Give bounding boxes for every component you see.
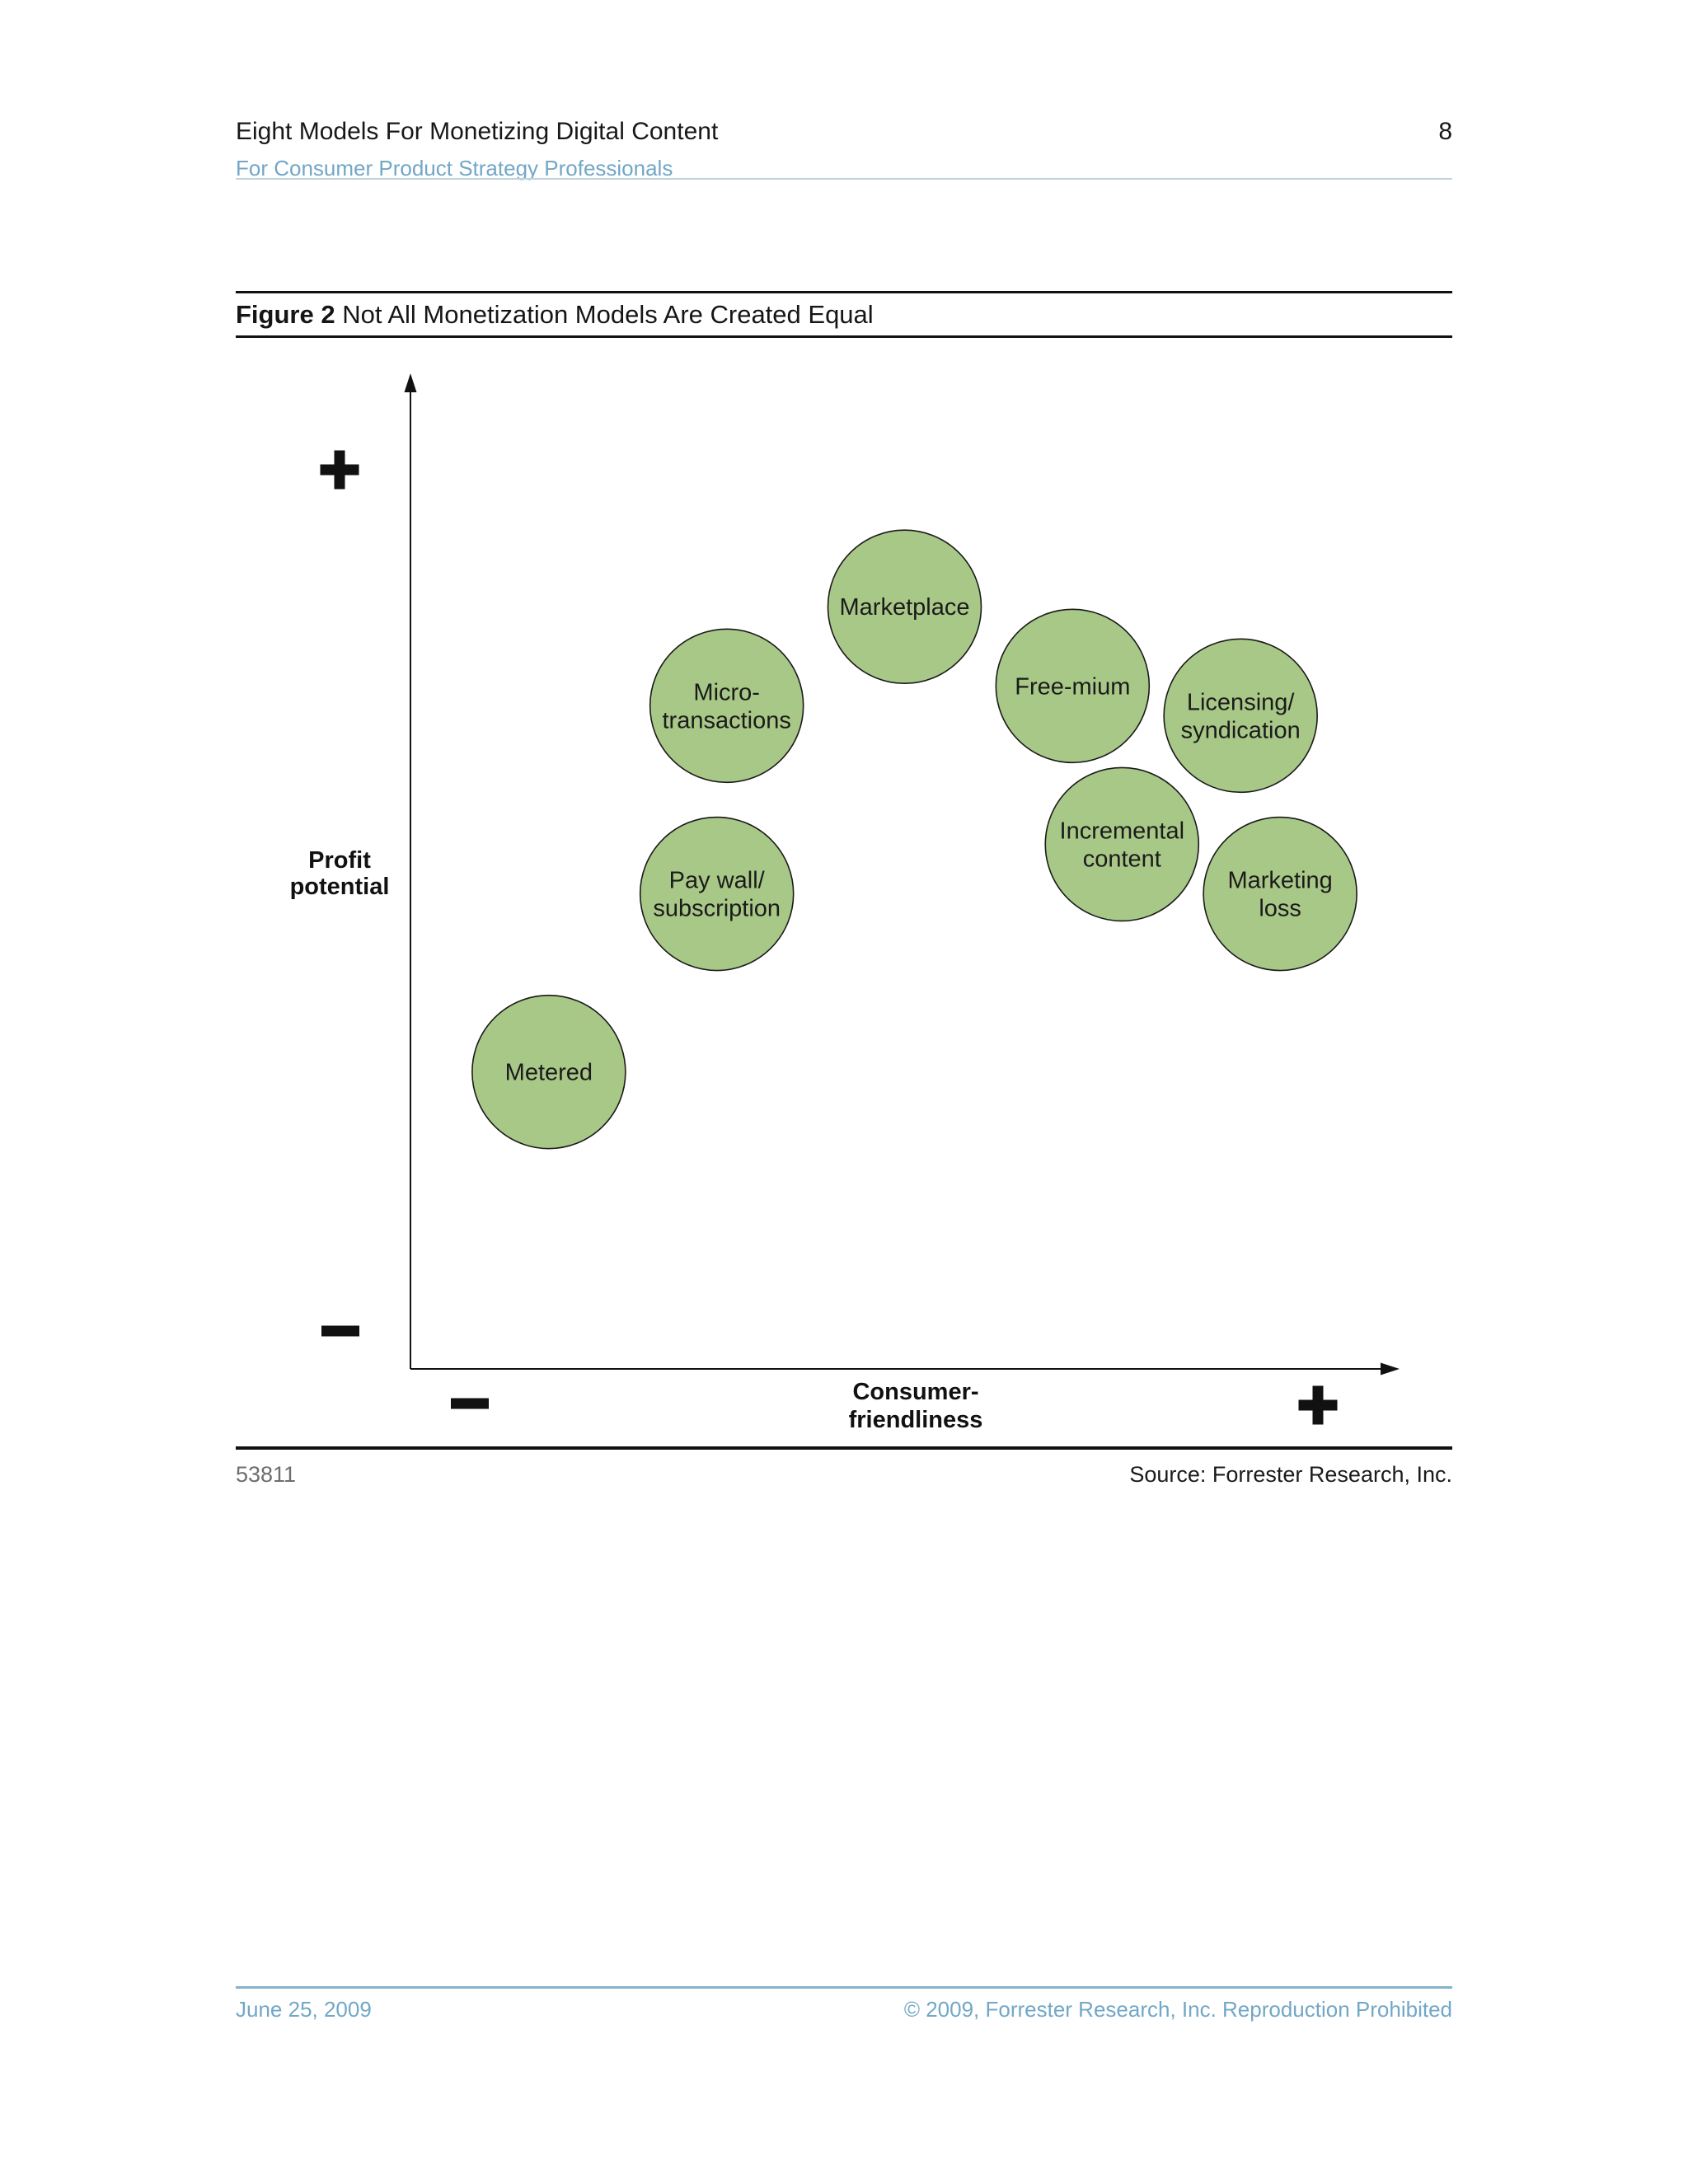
bubble-label-pay-wall-subscription: Pay wall/subscription — [653, 868, 781, 922]
y-axis-minus-icon — [321, 1325, 359, 1337]
bubble-label-metered: Metered — [505, 1060, 593, 1086]
x-axis-label-line2: friendliness — [849, 1407, 983, 1433]
bubble-metered — [471, 994, 626, 1150]
page-number: 8 — [1438, 118, 1452, 145]
figure-footer: 53811 Source: Forrester Research, Inc. — [236, 1462, 1452, 1488]
bubble-label-licensing-syndication: Licensing/syndication — [1181, 689, 1301, 743]
bubble-licensing-syndication — [1163, 638, 1318, 794]
page-footer: June 25, 2009 © 2009, Forrester Research… — [236, 1997, 1452, 2022]
y-axis-arrow-icon — [404, 373, 417, 392]
x-axis-label-line1: Consumer- — [852, 1379, 978, 1405]
header-divider — [236, 178, 1452, 180]
bubble-free-mium — [995, 608, 1151, 764]
figure-bottom-rule — [236, 1446, 1452, 1450]
figure-source: Source: Forrester Research, Inc. — [1129, 1462, 1452, 1487]
figure-id: 53811 — [236, 1462, 297, 1487]
report-title: Eight Models For Monetizing Digital Cont… — [236, 118, 719, 145]
report-subtitle: For Consumer Product Strategy Profession… — [236, 156, 673, 180]
bubble-marketing-loss — [1203, 816, 1357, 972]
bubble-label-micro-transactions: Micro-transactions — [663, 679, 791, 733]
bubble-label-free-mium: Free-mium — [1015, 673, 1130, 700]
y-axis-label-line2: potential — [290, 874, 390, 900]
bubble-micro-transactions — [649, 628, 804, 784]
page-header: Eight Models For Monetizing Digital Cont… — [236, 118, 1452, 146]
bubble-chart-svg: Profit potential Consumer- friendliness … — [290, 373, 1400, 1433]
figure-title-rule-bottom — [236, 335, 1452, 338]
y-axis-label-line1: Profit — [308, 847, 371, 874]
footer-date: June 25, 2009 — [236, 1997, 372, 2022]
figure-label: Figure 2 — [236, 300, 335, 329]
figure-title-text: Not All Monetization Models Are Created … — [342, 300, 874, 329]
y-axis-plus-icon — [320, 450, 359, 490]
bubble-label-marketplace: Marketplace — [840, 594, 970, 621]
x-axis-plus-icon — [1298, 1385, 1338, 1425]
bubble-incremental-content — [1044, 766, 1200, 922]
bubble-marketplace — [827, 529, 982, 685]
footer-copyright: © 2009, Forrester Research, Inc. Reprodu… — [903, 1997, 1452, 2022]
footer-divider — [236, 1986, 1452, 1989]
bubble-pay-wall-subscription — [639, 816, 795, 972]
x-axis-minus-icon — [451, 1398, 489, 1409]
x-axis-arrow-icon — [1381, 1362, 1400, 1376]
figure-chart: Profit potential Consumer- friendliness … — [236, 363, 1452, 1449]
figure-title-rule-top — [236, 291, 1452, 293]
figure-title: Figure 2 Not All Monetization Models Are… — [236, 300, 1452, 330]
